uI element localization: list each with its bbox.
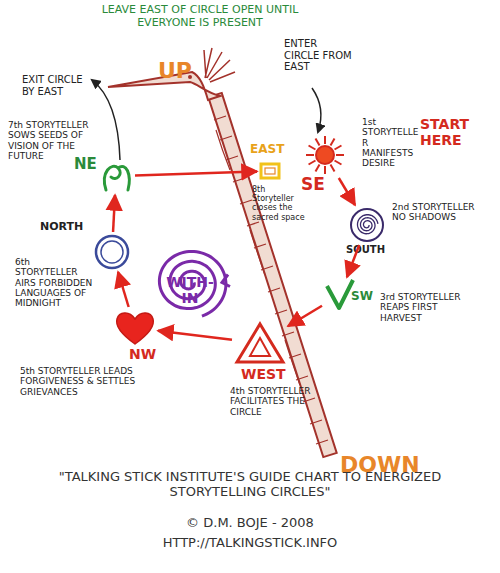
direction-label: NORTH (40, 221, 95, 234)
triangle-shape (237, 324, 283, 362)
note-text: LEAVE EAST OF CIRCLE OPEN UNTIL EVERYONE… (90, 4, 310, 29)
south-node: SOUTH2nd STORYTELLER NO SHADOWS (350, 208, 384, 242)
sun-ray (309, 161, 316, 165)
sun-ray (336, 154, 344, 156)
node-outline (235, 322, 285, 364)
node-outline (325, 280, 355, 310)
storyteller-text: 5th STORYTELLER LEADS FORGIVENESS & SETT… (20, 366, 155, 397)
spiral-arrowhead (222, 275, 230, 287)
vee-shape (327, 280, 353, 308)
enter-arrow (312, 88, 321, 132)
direction-label: EAST (250, 143, 295, 157)
ne-node: NE7th STORYTELLER SOWS SEEDS OF VISION O… (100, 160, 132, 192)
storyteller-text: 4th STORYTELLER FACILITATES THE CIRCLE (230, 386, 325, 417)
spiral-line (159, 251, 226, 316)
sun-ray (306, 154, 314, 156)
west-node: WEST4th STORYTELLER FACILITATES THE CIRC… (235, 322, 285, 364)
swirl-shape (104, 166, 129, 190)
node-outline (350, 208, 384, 242)
nw-node: NW5th STORYTELLER LEADS FORGIVENESS & SE… (115, 310, 155, 346)
square-outline (261, 164, 279, 178)
ring-outline (96, 236, 128, 268)
sun-ray (324, 136, 326, 144)
note-text: ENTER CIRCLE FROM EAST (284, 38, 354, 73)
talking-stick (208, 93, 336, 457)
ring-inner (101, 241, 123, 263)
storyteller-text: 3rd STORYTELLER REAPS FIRST HARVEST (380, 292, 475, 323)
storyteller-text: 6th STORYTELLER AIRS FORBIDDEN LANGUAGES… (15, 257, 95, 309)
flow-arrow (118, 272, 129, 307)
sun-ray (331, 165, 335, 172)
sun-ray (316, 139, 320, 146)
sun-ray (335, 161, 342, 165)
node-outline (115, 310, 155, 346)
triangle-outline (237, 324, 283, 362)
storyteller-text: 1st STORYTELLER MANIFESTS DESIRE (362, 117, 422, 169)
sw-node: SW3rd STORYTELLER REAPS FIRST HARVEST (325, 280, 355, 310)
east-node: EAST8th Storyteller closes the sacred sp… (260, 163, 280, 179)
sun-disc (316, 146, 334, 164)
sun-node: SE1st STORYTELLER MANIFESTS DESIRE (305, 135, 345, 175)
ring-shape (96, 236, 128, 268)
storyteller-text: 8th Storyteller closes the sacred space (252, 185, 307, 222)
flow-arrow (347, 245, 359, 277)
direction-label: SOUTH (346, 244, 396, 256)
caption-text: "TALKING STICK INSTITUTE'S GUIDE CHART T… (40, 470, 460, 500)
node-outline (100, 160, 132, 192)
square-inner (265, 168, 275, 174)
circle-outline (351, 209, 383, 241)
direction-label: UP (158, 58, 218, 83)
direction-label: NE (74, 156, 102, 173)
carving-lines (214, 116, 328, 444)
flow-arrow (288, 306, 322, 326)
inner-spiral (357, 215, 377, 234)
exit-arrow (92, 80, 120, 160)
heart-shape (117, 313, 154, 344)
triangle-inner (250, 338, 270, 356)
north-node: NORTH6th STORYTELLER AIRS FORBIDDEN LANG… (95, 235, 129, 269)
heart-symbol (117, 313, 154, 344)
stick-carvings (214, 116, 328, 444)
storyteller-text: 7th STORYTELLER SOWS SEEDS OF VISION OF … (8, 120, 98, 161)
direction-label: SE (301, 175, 331, 195)
direction-label: NW (129, 346, 159, 362)
spiral-shape (159, 251, 230, 316)
spiralCircle-shape (351, 209, 383, 241)
start-label: START HERE (420, 116, 480, 148)
within-node: WITH-IN (150, 245, 230, 320)
copyright-text: © D.M. BOJE - 2008 (100, 516, 400, 531)
sun-ray (316, 165, 320, 172)
node-outline (305, 135, 345, 175)
flow-arrow (135, 171, 257, 175)
feathers (204, 48, 235, 82)
vee-mark (327, 280, 353, 308)
direction-label: WEST (241, 366, 291, 382)
feather-lines (204, 48, 235, 82)
url-text: HTTP://TALKINGSTICK.INFO (100, 536, 400, 551)
node-outline (95, 235, 129, 269)
flow-arrow (113, 195, 115, 232)
sun-shape (306, 136, 344, 174)
flow-arrow (158, 331, 232, 340)
sun-ray (324, 166, 326, 174)
ne-swirl (104, 166, 129, 190)
direction-label: WITH-IN (160, 274, 220, 306)
square-shape (261, 164, 279, 178)
storyteller-text: 2nd STORYTELLER NO SHADOWS (392, 202, 477, 223)
note-text: EXIT CIRCLE BY EAST (22, 74, 94, 97)
sun-ray (331, 139, 335, 146)
flow-arrow (339, 178, 355, 205)
carving-grain (216, 130, 300, 385)
node-outline (260, 163, 280, 179)
sun-ray (309, 146, 316, 150)
sun-ray (335, 146, 342, 150)
direction-label: SW (351, 290, 377, 304)
